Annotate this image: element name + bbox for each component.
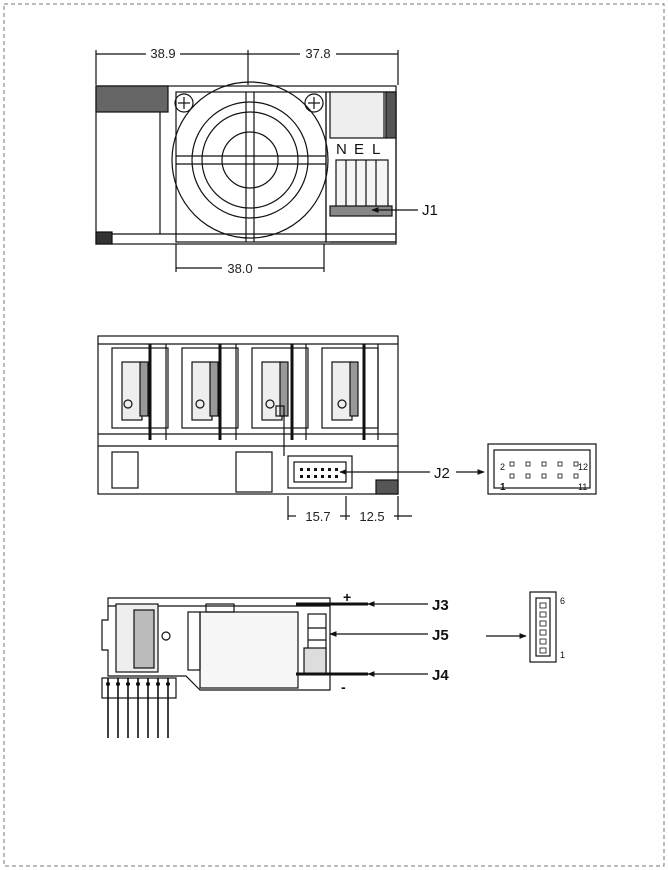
dim-a: 15.7	[305, 509, 330, 524]
dim-fan: 38.0	[227, 261, 252, 276]
connector-label-j4: J4	[432, 667, 449, 684]
minus-symbol: -	[341, 679, 346, 695]
j2-pin-top-right: 12	[578, 462, 588, 472]
dim-b: 12.5	[359, 509, 384, 524]
plus-symbol: +	[343, 589, 351, 605]
terminal-letter-n: N	[336, 141, 347, 158]
j5-pin-top: 6	[560, 596, 565, 606]
middle-body-outline	[97, 335, 399, 495]
sheet-border	[3, 3, 665, 867]
j2-pin-bottom-left: 1	[500, 482, 506, 493]
j5-pin-bottom: 1	[560, 650, 565, 660]
connector-label-j2: J2	[434, 465, 450, 482]
j2-pin-top-left: 2	[500, 462, 505, 472]
bottom-view	[101, 591, 557, 738]
connector-j2-detail	[487, 443, 597, 495]
fan-housing	[175, 91, 327, 243]
top-view	[95, 50, 418, 272]
relay-module-3	[251, 344, 309, 440]
connector-label-j3: J3	[432, 597, 449, 614]
screw-right-icon	[304, 93, 324, 113]
relay-module-1	[111, 344, 169, 440]
connector-label-j5: J5	[432, 627, 449, 644]
j2-pin-bottom-right: 11	[578, 482, 587, 492]
terminal-letter-e: E	[354, 141, 364, 158]
terminal-letter-l: L	[372, 141, 380, 158]
relay-module-2	[181, 344, 239, 440]
dim-left: 38.9	[150, 46, 175, 61]
connector-label-j1: J1	[422, 202, 438, 219]
screw-left-icon	[174, 93, 194, 113]
relay-module-4	[321, 344, 379, 440]
side-board-outline	[101, 597, 331, 691]
middle-view	[97, 335, 597, 520]
dim-right: 37.8	[305, 46, 330, 61]
connector-j5-detail	[529, 591, 557, 663]
